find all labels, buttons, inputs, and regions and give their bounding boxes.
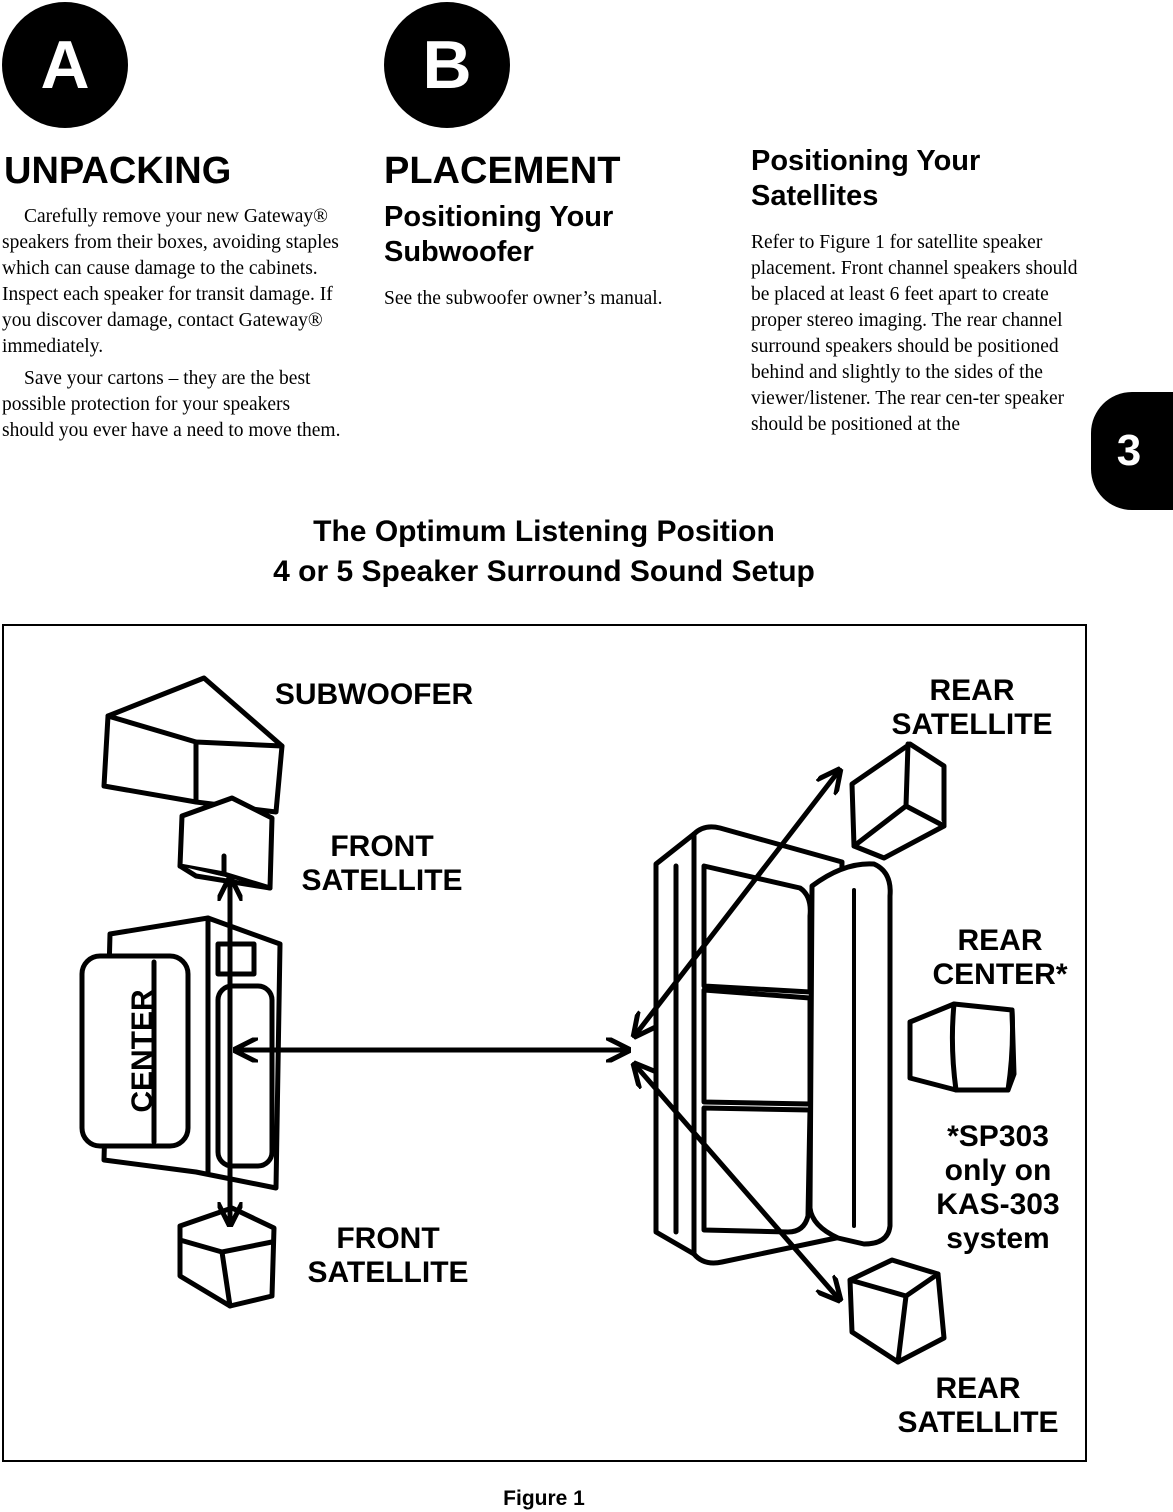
figure-frame: SUBWOOFER FRONT SATELLITE FRONT SATELLIT… <box>2 624 1087 1462</box>
unpacking-paragraph-2: Save your cartons – they are the best po… <box>2 368 341 441</box>
page-number-badge: 3 <box>1091 392 1173 510</box>
section-b-badge: B <box>384 2 510 128</box>
subwoofer-label: SUBWOOFER <box>275 678 474 711</box>
listener-to-rear-top-arrow <box>636 772 838 1034</box>
rear-satellite-top-label-2: SATELLITE <box>891 708 1052 741</box>
front-satellite-bottom-label-1: FRONT <box>336 1222 439 1255</box>
subwoofer-subheading: Positioning Your Subwoofer <box>384 201 614 269</box>
center-speaker-icon <box>79 915 283 1191</box>
speaker-placement-diagram: SUBWOOFER FRONT SATELLITE FRONT SATELLIT… <box>79 674 1068 1439</box>
rear-satellite-bottom-label-1: REAR <box>935 1372 1020 1405</box>
rear-satellite-top-label-1: REAR <box>929 674 1014 707</box>
unpacking-paragraph-1: Carefully remove your new Gateway® speak… <box>2 206 339 357</box>
couch-icon <box>653 824 893 1266</box>
figure-caption: Figure 1 <box>503 1487 585 1510</box>
rear-satellite-top-icon <box>849 741 947 861</box>
front-satellite-top-label-2: SATELLITE <box>301 864 462 897</box>
placement-heading: PLACEMENT <box>384 150 621 192</box>
figure-title-line-1: The Optimum Listening Position <box>313 515 775 548</box>
satellites-subheading: Positioning Your Satellites <box>751 145 981 213</box>
subwoofer-paragraph: See the subwoofer owner’s manual. <box>384 288 663 309</box>
section-a-badge: A <box>2 2 128 128</box>
subwoofer-icon <box>101 675 285 815</box>
front-satellite-top-label-1: FRONT <box>330 830 433 863</box>
section-b-badge-letter: B <box>422 27 472 103</box>
front-satellite-bottom-icon <box>177 1205 277 1309</box>
note-line-3: KAS-303 <box>936 1188 1059 1221</box>
section-a-badge-letter: A <box>40 27 90 103</box>
listener-to-rear-bottom-arrow <box>636 1066 838 1298</box>
satellites-paragraph: Refer to Figure 1 for satellite speaker … <box>751 232 1078 435</box>
note-line-4: system <box>946 1222 1049 1255</box>
figure-title: The Optimum Listening Position 4 or 5 Sp… <box>0 512 1088 592</box>
rear-center-label-2: CENTER* <box>932 958 1067 991</box>
rear-satellite-bottom-label-2: SATELLITE <box>897 1406 1058 1439</box>
note-line-2: only on <box>945 1154 1052 1187</box>
front-satellite-bottom-label-2: SATELLITE <box>307 1256 468 1289</box>
figure-title-line-2: 4 or 5 Speaker Surround Sound Setup <box>273 555 815 588</box>
front-satellite-top-icon <box>177 795 275 891</box>
page-number: 3 <box>1116 426 1142 475</box>
unpacking-heading: UNPACKING <box>4 150 232 192</box>
rear-satellite-bottom-icon <box>847 1257 947 1365</box>
note-line-1: *SP303 <box>947 1120 1049 1153</box>
rear-center-icon <box>907 1001 1017 1093</box>
rear-center-label-1: REAR <box>957 924 1042 957</box>
center-label: CENTER <box>126 989 159 1113</box>
